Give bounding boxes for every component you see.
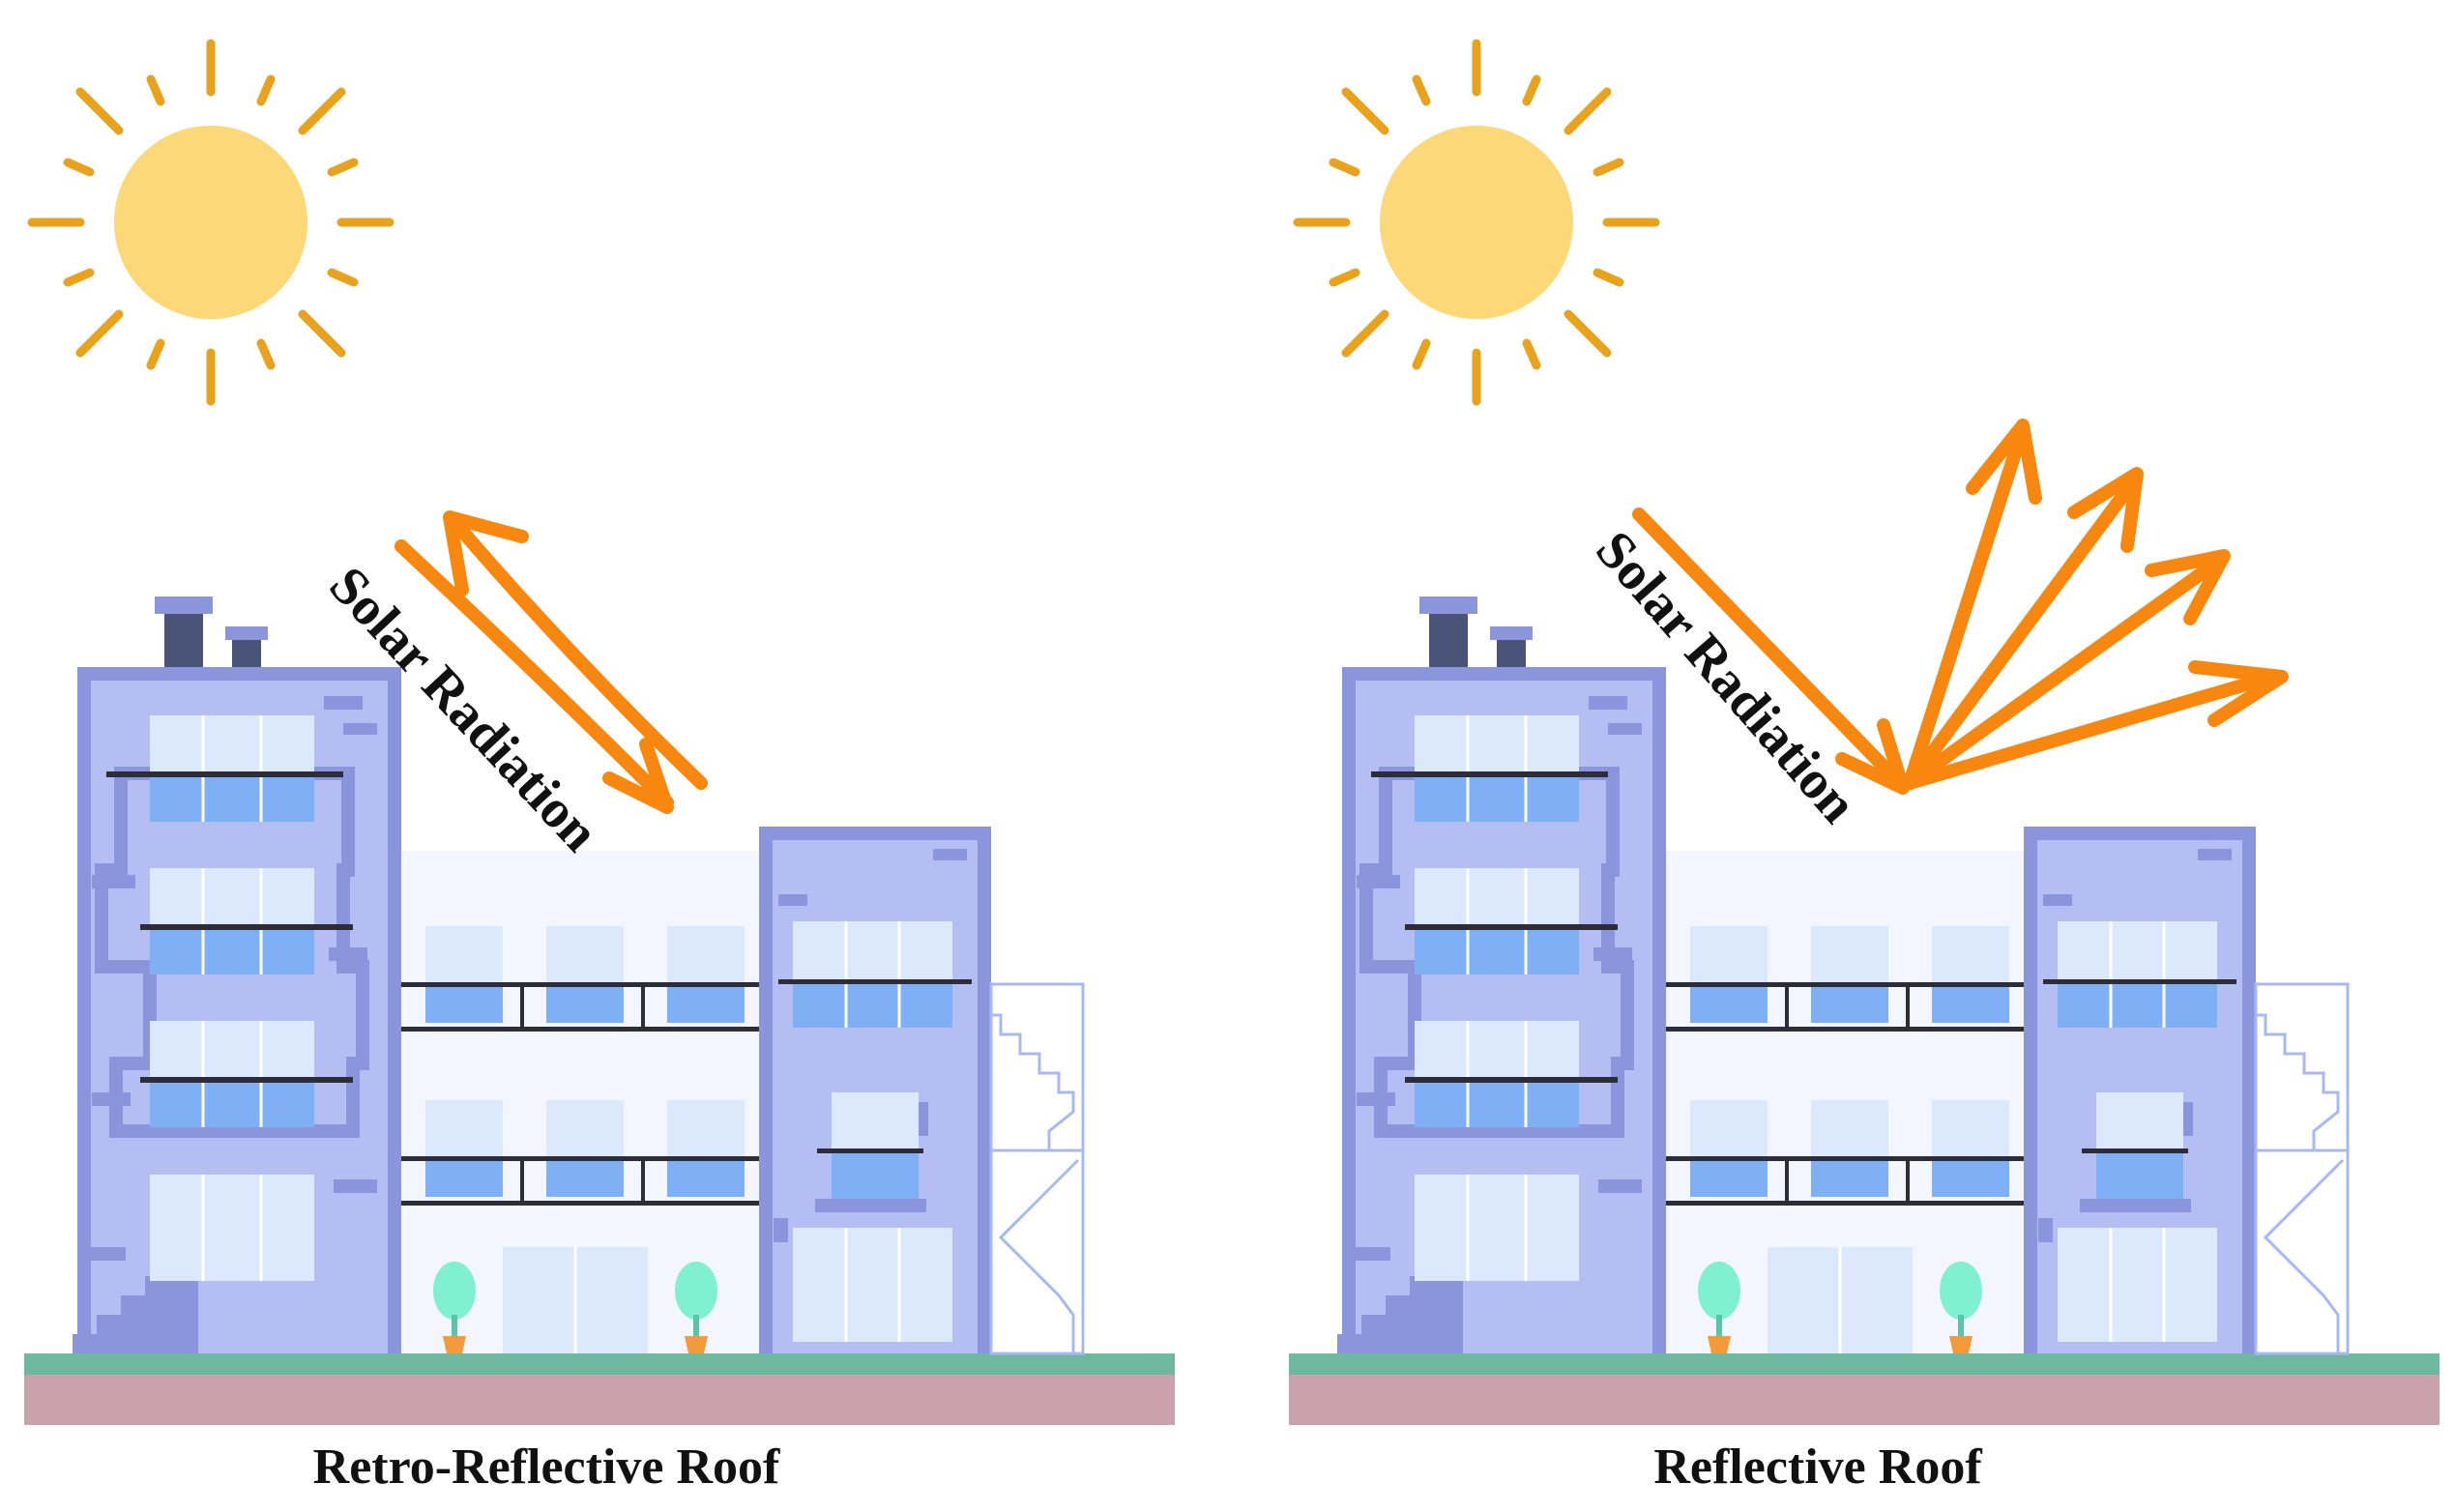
sun-icon <box>32 44 390 401</box>
arrow-icon <box>1632 419 2289 795</box>
building-icon <box>24 596 1175 1425</box>
caption-retro-reflective-roof: Retro-Reflective Roof <box>312 1439 780 1495</box>
sun-icon <box>1298 44 1655 401</box>
caption-reflective-roof: Reflective Roof <box>1653 1439 1982 1495</box>
building-icon <box>1289 596 2440 1425</box>
arrow-icon <box>395 510 708 814</box>
panel-reflective: Solar Radiation <box>1289 44 2440 1425</box>
panel-retro-reflective: Solar Radiation <box>24 44 1175 1425</box>
